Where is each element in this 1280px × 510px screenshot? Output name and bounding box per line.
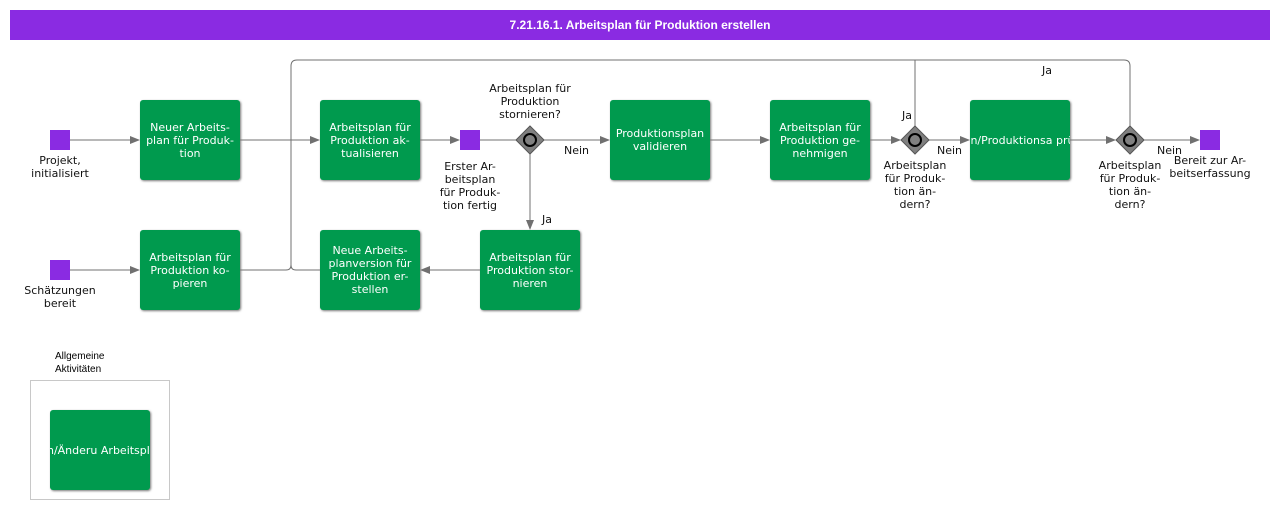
activity-arbeitsplan-kopieren[interactable]: Arbeitsplan für Produktion ko- pieren: [140, 230, 240, 310]
gateway-circle-icon: [1123, 133, 1137, 147]
gateway-label-stornieren: Arbeitsplan für Produktion stornieren?: [489, 82, 571, 121]
activity-general[interactable]: stellungen/Änderu Arbeitsplan verwal: [50, 410, 150, 490]
general-group-label: Allgemeine Aktivitäten: [55, 351, 105, 375]
flow-kopieren-to-merge: [240, 140, 292, 271]
flow-label-ja-3: Ja: [1042, 64, 1052, 77]
activity-neue-arbeitsplanversion[interactable]: Neue Arbeits- planversion für Produktion…: [320, 230, 420, 310]
flow-loop-top: [290, 59, 1131, 140]
activity-produktionsplan-validieren[interactable]: Produktionsplan validieren: [610, 100, 710, 180]
event-schaetzungen-bereit[interactable]: [50, 260, 70, 280]
activity-neuer-arbeitsplan[interactable]: Neuer Arbeits- plan für Produk- tion: [140, 100, 240, 180]
event-label-projekt: Projekt, initialisiert: [31, 154, 89, 180]
event-label-schaetzungen: Schätzungen bereit: [24, 284, 96, 310]
diagram-title: 7.21.16.1. Arbeitsplan für Produktion er…: [10, 10, 1270, 40]
gateway-label-aendern-2: Arbeitsplan für Produk- tion än- dern?: [1098, 159, 1162, 211]
event-bereit-zur-arbeitserfassung[interactable]: [1200, 130, 1220, 150]
gateway-circle-icon: [908, 133, 922, 147]
flow-neue-version-to-merge: [290, 264, 320, 271]
gateway-aendern-1[interactable]: [900, 125, 930, 155]
activity-arbeitsplan-stornieren[interactable]: Arbeitsplan für Produktion stor- nieren: [480, 230, 580, 310]
flow-label-nein-1: Nein: [564, 144, 590, 157]
flow-label-ja-2: Ja: [902, 109, 912, 122]
gateway-aendern-2[interactable]: [1115, 125, 1145, 155]
gateway-label-aendern-1: Arbeitsplan für Produk- tion än- dern?: [883, 159, 947, 211]
event-label-bereit: Bereit zur Ar- beitserfassung: [1169, 154, 1251, 180]
flow-label-nein-2: Nein: [937, 144, 963, 157]
flow-label-ja-1: Ja: [542, 213, 552, 226]
flow-label-nein-3: Nein: [1157, 144, 1183, 157]
activity-arbeitsplan-genehmigen[interactable]: Arbeitsplan für Produktion ge- nehmigen: [770, 100, 870, 180]
event-erster-arbeitsplan-fertig[interactable]: [460, 130, 480, 150]
activity-produktionsplan-pruefen[interactable]: splan/Produktionsa prüfen: [970, 100, 1070, 180]
general-group-box: [30, 380, 170, 500]
event-label-erster-arbeitsplan: Erster Ar- beitsplan für Produk- tion fe…: [439, 160, 501, 212]
gateway-stornieren[interactable]: [515, 125, 545, 155]
event-projekt-initialisiert[interactable]: [50, 130, 70, 150]
gateway-circle-icon: [523, 133, 537, 147]
activity-arbeitsplan-aktualisieren[interactable]: Arbeitsplan für Produktion ak- tualisier…: [320, 100, 420, 180]
